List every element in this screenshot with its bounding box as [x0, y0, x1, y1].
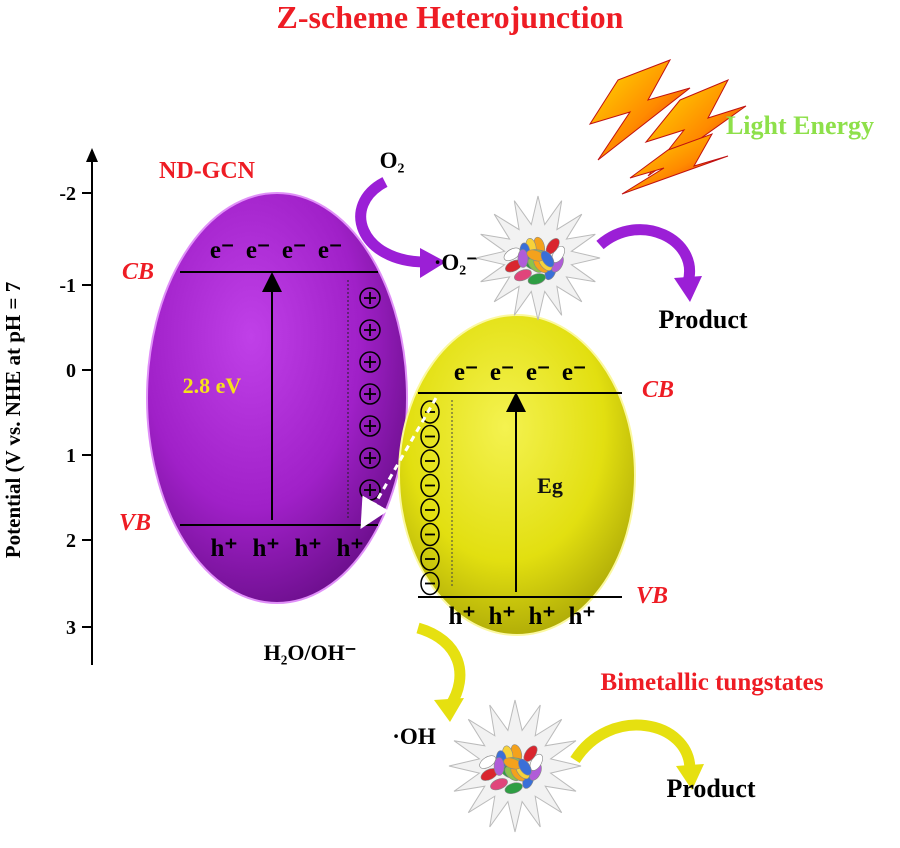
minus-charge-icon	[420, 547, 440, 571]
left-semiconductor: ND-GCN CB VB 2.8 eV e⁻ e⁻ e⁻ e⁻ h⁺ h⁺ h⁺…	[119, 158, 408, 604]
plus-charge-icon	[359, 447, 381, 469]
left-hole: h⁺	[336, 535, 363, 562]
minus-charge-icon	[420, 449, 440, 473]
diagram-title: Z-scheme Heterojunction	[277, 0, 624, 35]
minus-charge-icon	[420, 473, 440, 498]
pill-icon	[493, 757, 505, 776]
tick-label: -1	[59, 275, 76, 297]
axis-label: Potential (V vs. NHE at pH = 7	[1, 282, 25, 558]
pill-icon	[540, 250, 555, 268]
right-vb-label: VB	[636, 583, 668, 609]
product-label-bottom: Product	[666, 774, 755, 803]
left-electron: e⁻	[318, 237, 342, 264]
tick-label: 3	[66, 617, 76, 639]
product-label-top: Product	[658, 305, 747, 334]
pill-icon	[514, 269, 532, 282]
left-hole: h⁺	[294, 535, 321, 562]
left-vb-label: VB	[119, 510, 151, 536]
plus-charge-icon	[359, 319, 381, 341]
right-hole: h⁺	[488, 603, 515, 630]
tick-label: 0	[66, 360, 76, 382]
axis-arrow-icon	[86, 148, 98, 162]
left-electron: e⁻	[282, 237, 306, 264]
negative-charge-column	[420, 400, 440, 596]
oxygen-reduction-arrow	[355, 177, 426, 268]
minus-charge-icon	[420, 571, 440, 596]
pill-icon	[518, 758, 532, 776]
pollutant-cluster-top	[475, 195, 601, 321]
left-semiconductor-name: ND-GCN	[159, 158, 256, 184]
tick-label: -2	[59, 183, 76, 205]
right-electron: e⁻	[562, 359, 586, 386]
right-hole: h⁺	[568, 603, 595, 630]
product-arrow-bottom	[570, 719, 696, 771]
tick-label: 2	[66, 530, 76, 552]
oxygen-arrowhead-icon	[420, 248, 446, 278]
left-hole: h⁺	[252, 535, 279, 562]
left-band-gap: 2.8 eV	[183, 373, 242, 398]
right-hole: h⁺	[448, 603, 475, 630]
water-label: H₂O/OH⁻	[264, 640, 357, 665]
pill-icon	[527, 273, 546, 285]
lightning-bolts	[588, 59, 747, 195]
right-semiconductor: CB VB Eg e⁻ e⁻ e⁻ e⁻ h⁺ h⁺ h⁺ h⁺	[398, 314, 674, 636]
pollutant-cluster-bottom	[448, 699, 582, 833]
left-electron: e⁻	[246, 237, 270, 264]
minus-charge-icon	[420, 424, 440, 449]
light-energy-label: Light Energy	[726, 111, 874, 140]
lightning-bolt-icon	[588, 59, 691, 161]
minus-charge-icon	[420, 522, 440, 547]
left-band-ellipse	[146, 192, 408, 604]
water-arrowhead-icon	[434, 698, 464, 722]
plus-charge-icon	[359, 383, 381, 405]
right-band-gap: Eg	[537, 473, 563, 498]
pill-icon	[517, 249, 529, 268]
water-oxidation-arrow	[416, 622, 466, 709]
left-electron: e⁻	[210, 237, 234, 264]
plus-charge-icon	[359, 287, 381, 309]
product-arrowhead-bottom-icon	[676, 764, 704, 790]
product-arrowhead-top-icon	[674, 276, 702, 302]
pill-icon	[504, 782, 523, 794]
right-cb-label: CB	[642, 377, 674, 403]
right-electron: e⁻	[490, 359, 514, 386]
plus-charge-icon	[359, 351, 381, 373]
right-electron: e⁻	[454, 359, 478, 386]
axis-ticks: -2 -1 0 1 2 3	[59, 183, 92, 639]
pill-icon	[479, 755, 497, 769]
pill-icon	[490, 778, 508, 791]
tick-label: 1	[66, 445, 76, 467]
left-cb-label: CB	[122, 259, 154, 285]
superoxide-label: ·O₂⁻	[434, 250, 479, 275]
product-arrow-top	[596, 224, 696, 284]
minus-charge-icon	[420, 498, 440, 522]
charge-transfer-arrow	[360, 397, 438, 529]
hydroxyl-label: ·OH	[392, 724, 436, 749]
left-hole: h⁺	[210, 535, 237, 562]
right-electron: e⁻	[526, 359, 550, 386]
right-semiconductor-name: Bimetallic tungstates	[601, 669, 824, 696]
right-hole: h⁺	[528, 603, 555, 630]
potential-axis: -2 -1 0 1 2 3 Potential (V vs. NHE at pH…	[1, 148, 98, 665]
lightning-bolt-icon	[621, 133, 729, 195]
oxygen-label: O₂	[380, 148, 405, 173]
plus-charge-icon	[359, 415, 381, 437]
